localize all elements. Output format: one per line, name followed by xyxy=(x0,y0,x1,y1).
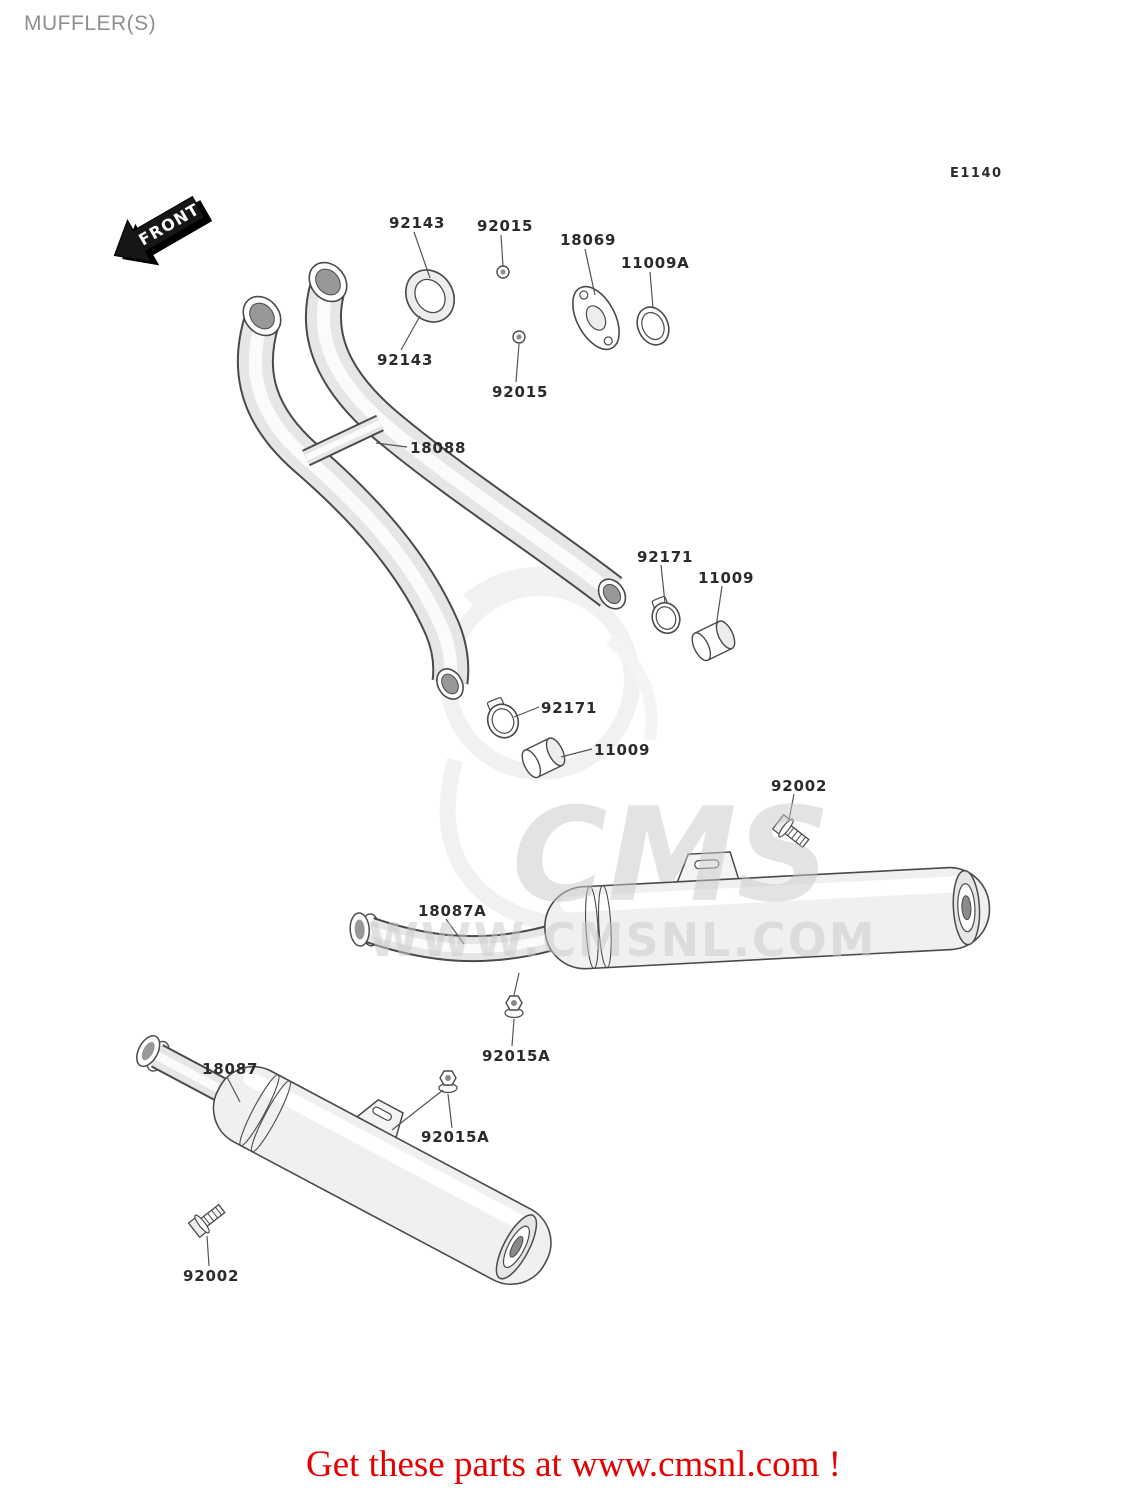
part-number-label[interactable]: 18069 xyxy=(560,231,617,249)
part-number-label[interactable]: 11009A xyxy=(621,254,690,272)
part-number-label[interactable]: 18088 xyxy=(410,439,467,457)
part-number-label[interactable]: 92171 xyxy=(541,699,598,717)
nut-92015a-art xyxy=(504,995,524,1019)
sleeve-11009-art xyxy=(521,737,566,779)
muffler-18087a-art xyxy=(349,851,991,970)
part-number-label[interactable]: 92143 xyxy=(389,214,446,232)
part-number-label[interactable]: 11009 xyxy=(594,741,651,759)
part-number-label[interactable]: 92015A xyxy=(482,1047,551,1065)
diagram-code: E1140 xyxy=(950,166,1003,181)
pipe-end-icon xyxy=(597,578,627,610)
part-number-label[interactable]: 92002 xyxy=(771,777,828,795)
part-number-label[interactable]: 11009 xyxy=(698,569,755,587)
front-pipe-art xyxy=(236,261,627,700)
part-number-label[interactable]: 92171 xyxy=(637,548,694,566)
bolt-92002-art xyxy=(187,1203,226,1239)
clamp-92171-art xyxy=(486,697,520,739)
pipe-end-icon xyxy=(436,668,464,700)
nut-92015a-art xyxy=(438,1070,458,1094)
pipe-opening-icon xyxy=(308,261,348,303)
front-arrow-body xyxy=(113,195,206,263)
part-number-label[interactable]: 92015A xyxy=(421,1128,490,1146)
pipe-opening-icon xyxy=(242,295,282,337)
part-number-label[interactable]: 18087A xyxy=(418,902,487,920)
gasket-11009a-art xyxy=(636,306,670,346)
sleeve-11009-art xyxy=(691,620,736,662)
page-title: MUFFLER(S) xyxy=(24,12,157,35)
watermark-cms: CMS xyxy=(512,779,830,931)
part-number-label[interactable]: 92002 xyxy=(183,1267,240,1285)
nut-92015-art xyxy=(496,265,526,344)
part-number-label[interactable]: 92015 xyxy=(492,383,549,401)
clamp-92171-art xyxy=(651,595,681,635)
flange-18069-art xyxy=(572,285,620,351)
muffler-18087-art xyxy=(136,1035,552,1286)
part-number-label[interactable]: 92143 xyxy=(377,351,434,369)
part-number-label[interactable]: 92015 xyxy=(477,217,534,235)
watermark-url: WWW.CMSNL.COM xyxy=(368,913,877,967)
footer-cta-link[interactable]: Get these parts at www.cmsnl.com ! xyxy=(306,1444,841,1485)
collar-92143-art xyxy=(405,269,455,323)
front-arrow: FRONT xyxy=(113,195,213,266)
leader-lines xyxy=(206,231,795,1267)
part-number-label[interactable]: 18087 xyxy=(202,1060,259,1078)
watermark-text: CMS WWW.CMSNL.COM xyxy=(368,779,877,967)
bolt-92002-art xyxy=(771,813,810,849)
